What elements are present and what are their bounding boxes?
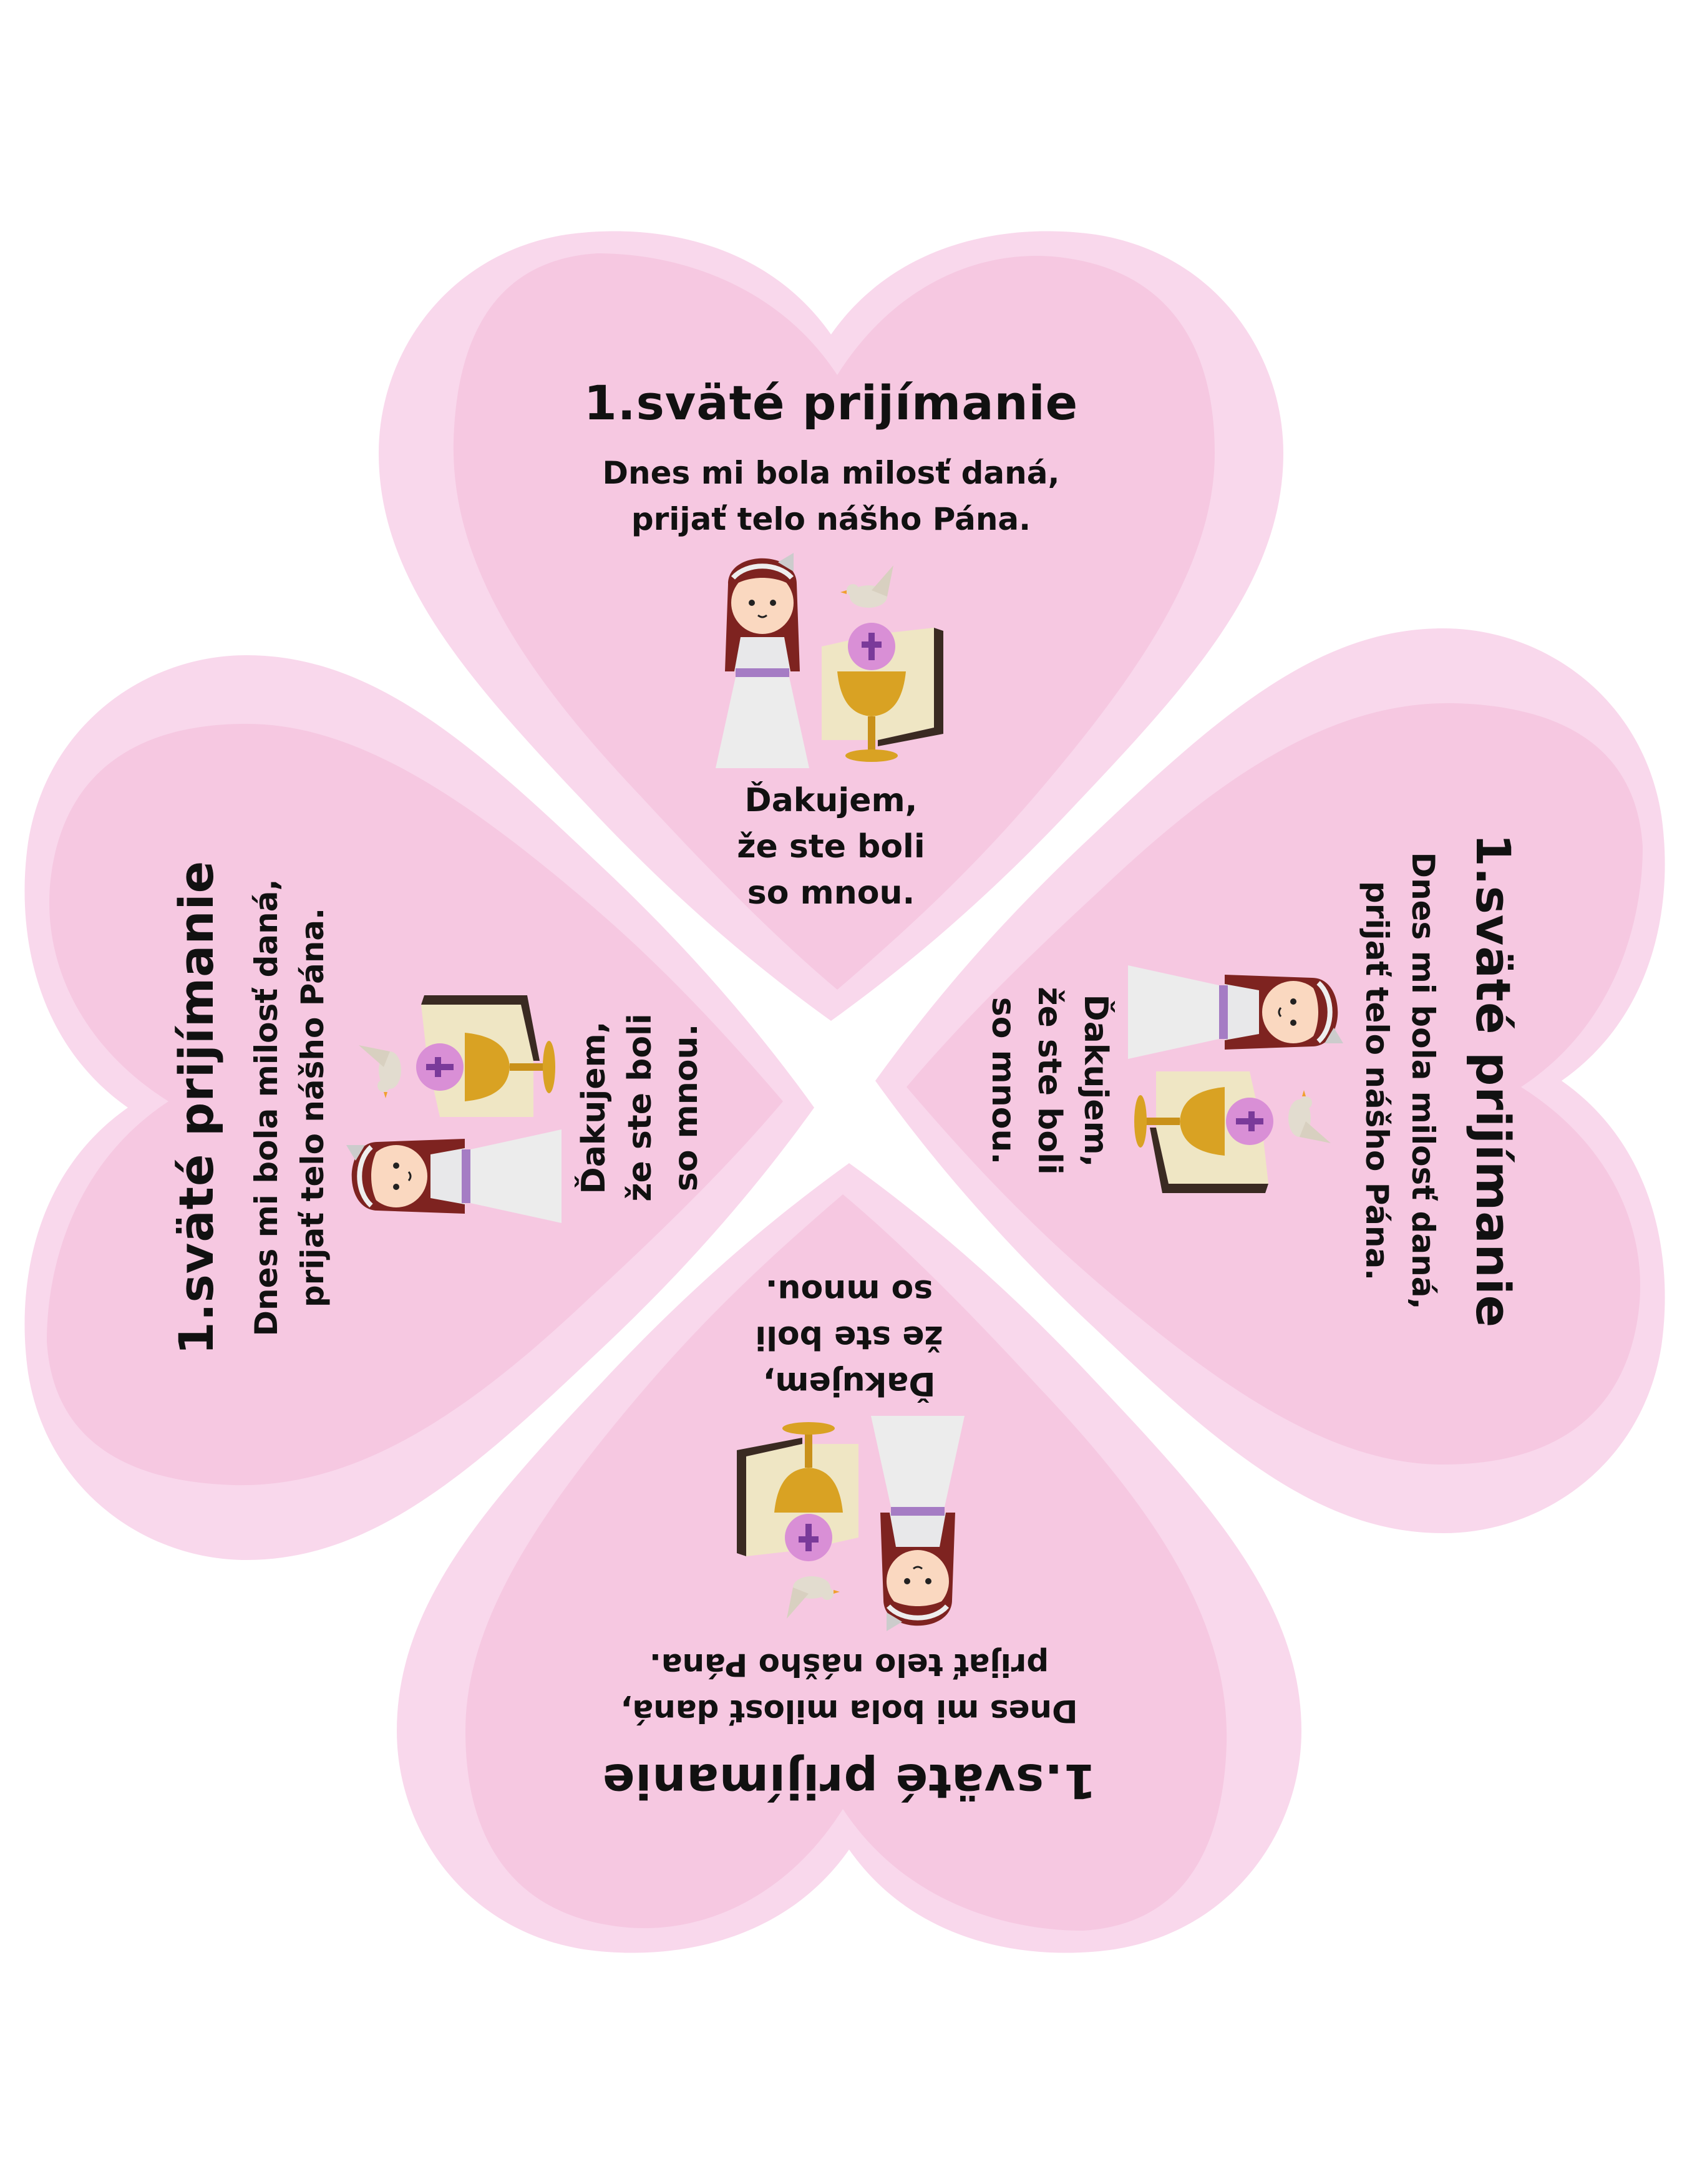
dove-icon <box>359 1045 401 1098</box>
thanks-line: Ďakujem, <box>762 1365 936 1402</box>
verse-line: prijať telo nášho Pána. <box>631 501 1031 537</box>
heart-shape <box>875 628 1665 1533</box>
girl-icon <box>1128 965 1343 1059</box>
verse-line: prijať telo nášho Pána. <box>1359 880 1395 1281</box>
card-title: 1.sväté prijímanie <box>583 375 1079 431</box>
verse-line: prijať telo nášho Pána. <box>649 1647 1049 1683</box>
chalice-icon <box>465 1033 555 1101</box>
card-title: 1.sväté prijímanie <box>1466 833 1521 1328</box>
girl-icon <box>871 1416 965 1631</box>
card-verse: Dnes mi bola milosť daná, prijať telo ná… <box>1354 628 1446 1533</box>
dove-icon <box>1288 1090 1331 1143</box>
heart-card-top: 1.sväté prijímanie Dnes mi bola milosť d… <box>379 228 1283 1021</box>
verse-line: Dnes mi bola milosť daná, <box>1405 852 1441 1310</box>
chalice-icon <box>1134 1087 1225 1156</box>
thanks-line: Ďakujem, <box>744 782 918 819</box>
heart-card-right: 1.sväté prijímanie Dnes mi bola milosť d… <box>875 628 1668 1533</box>
verse-line: Dnes mi bola milosť daná, <box>620 1693 1078 1729</box>
thanks-line: že ste boli <box>755 1319 943 1356</box>
host-icon <box>785 1514 832 1561</box>
girl-icon <box>346 1129 562 1223</box>
heart-shape <box>397 1163 1301 1953</box>
dove-icon <box>840 565 893 608</box>
verse-line: prijať telo nášho Pána. <box>294 907 331 1308</box>
communion-girl-illustration <box>737 1416 965 1631</box>
card-title: 1.sväté prijímanie <box>601 1753 1097 1809</box>
communion-girl-illustration <box>1128 965 1343 1193</box>
heart-card-bottom: 1.sväté prijímanie Dnes mi bola milosť d… <box>397 1163 1301 1956</box>
card-thanks: Ďakujem, že ste boli so mnou. <box>379 778 1283 916</box>
girl-icon <box>716 553 809 768</box>
heart-card-left: 1.sväté prijímanie Dnes mi bola milosť d… <box>22 655 814 1560</box>
card-title: 1.sväté prijímanie <box>168 860 224 1355</box>
thanks-line: so mnou. <box>765 1272 933 1310</box>
thanks-line: že ste boli <box>737 828 925 865</box>
chalice-icon <box>837 671 906 762</box>
host-icon <box>848 623 895 670</box>
card-thanks: Ďakujem, že ste boli so mnou. <box>397 1268 1301 1406</box>
communion-girl-illustration <box>346 995 562 1223</box>
dove-icon <box>787 1576 840 1619</box>
heart-shape <box>379 231 1283 1021</box>
card-verse: Dnes mi bola milosť daná, prijať telo ná… <box>243 655 336 1560</box>
verse-line: Dnes mi bola milosť daná, <box>602 455 1060 491</box>
card-verse: Dnes mi bola milosť daná, prijať telo ná… <box>397 1642 1301 1734</box>
host-icon <box>416 1043 464 1091</box>
communion-girl-illustration <box>716 553 943 768</box>
thanks-line: so mnou. <box>747 874 915 912</box>
chalice-icon <box>774 1422 843 1513</box>
host-icon <box>1226 1098 1273 1145</box>
card-verse: Dnes mi bola milosť daná, prijať telo ná… <box>379 450 1283 542</box>
heart-shape <box>24 655 814 1560</box>
verse-line: Dnes mi bola milosť daná, <box>248 879 284 1337</box>
